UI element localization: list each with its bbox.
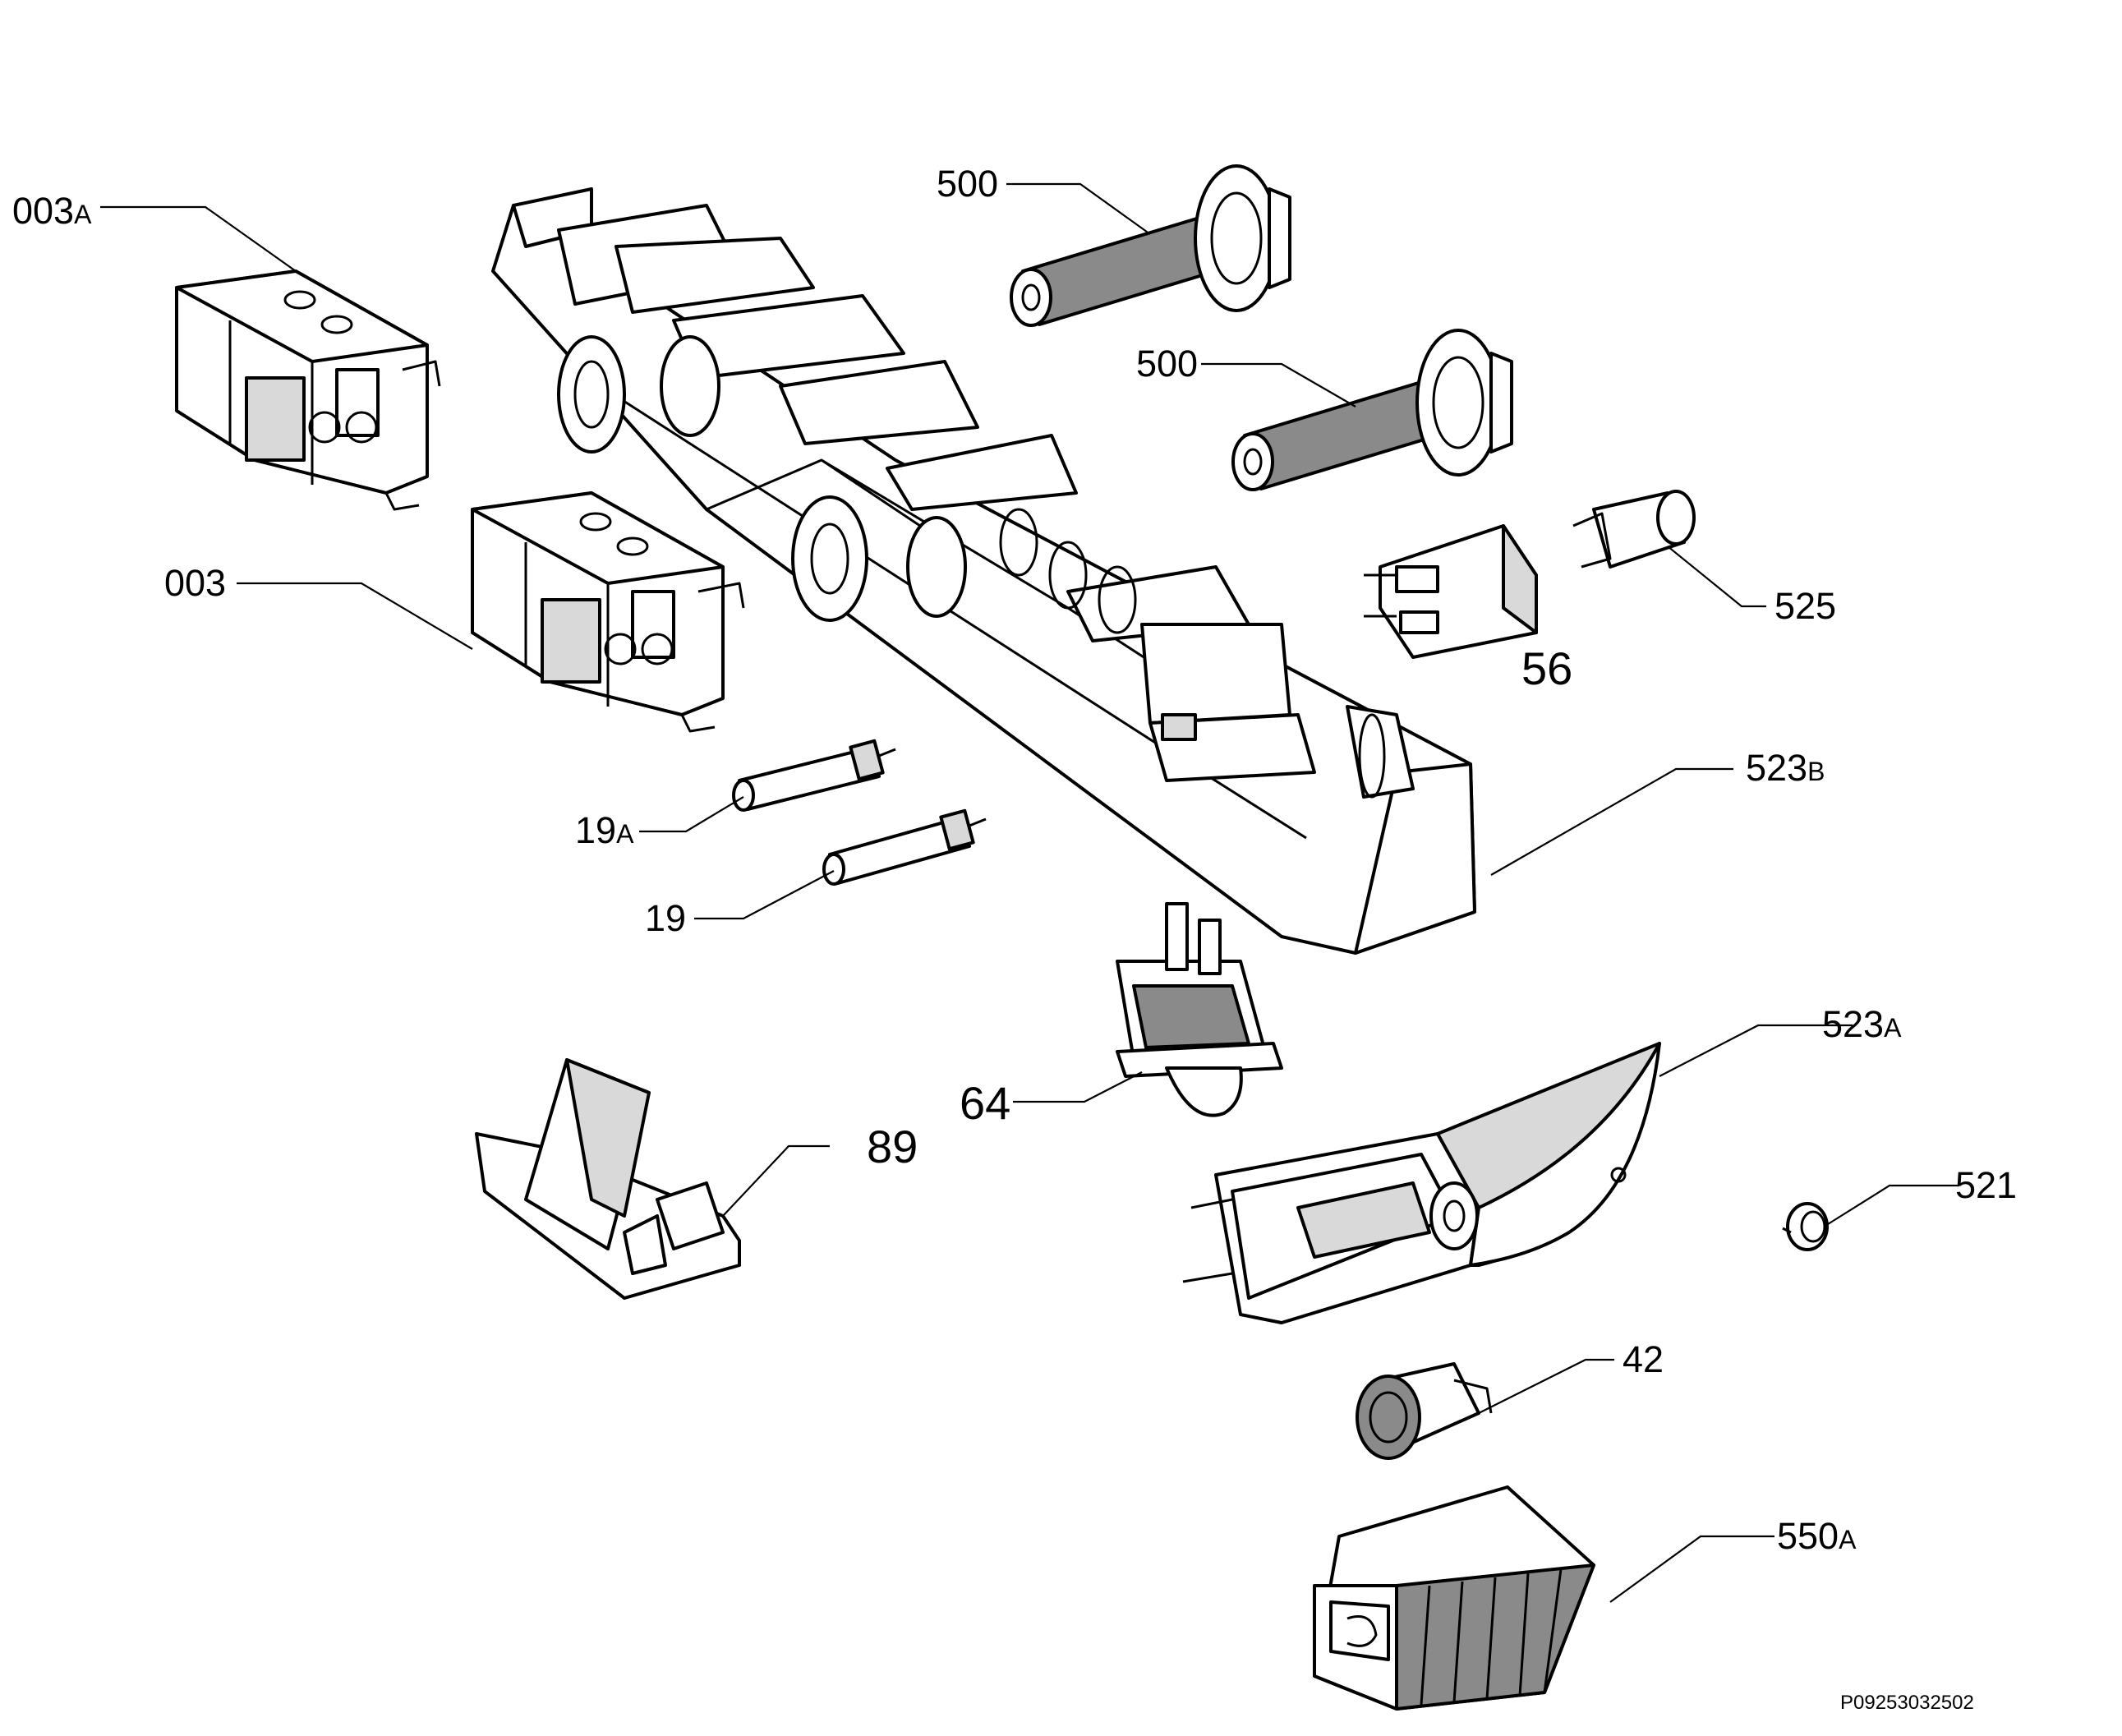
label-42: 42 [1623, 1338, 1664, 1380]
lamp-holder-525 [1572, 490, 1696, 569]
label-19a: 19A [575, 809, 634, 851]
leader-lines [100, 182, 1959, 1603]
label-19: 19 [645, 897, 686, 939]
label-521: 521 [1955, 1164, 2017, 1206]
label-56: 56 [1521, 642, 1572, 694]
label-500-upper: 500 [937, 163, 998, 205]
control-bezel-523a [1182, 1042, 1661, 1324]
control-panel-frame-523b [491, 187, 1476, 955]
bracket-89 [475, 1058, 741, 1300]
label-003: 003 [164, 562, 226, 604]
label-525: 525 [1774, 585, 1836, 627]
knob-550a [1313, 1485, 1595, 1711]
indicator-lens-521 [1782, 1202, 1829, 1251]
label-523b: 523B [1746, 747, 1825, 789]
knob-shaft-500-lower [1231, 329, 1513, 491]
thermostat-003 [471, 491, 745, 733]
switch-56 [1364, 524, 1538, 659]
knob-shaft-500-upper [1010, 164, 1291, 327]
label-003a: 003A [12, 190, 92, 232]
rocker-switch-64 [1116, 902, 1283, 1117]
bulb-19 [822, 808, 987, 886]
label-89: 89 [867, 1121, 918, 1172]
thermostat-003a [175, 269, 441, 511]
indicator-lamp-42 [1356, 1362, 1493, 1460]
label-64: 64 [960, 1077, 1010, 1129]
reference-code: P09253032502 [1840, 1692, 1974, 1714]
label-550a: 550A [1777, 1515, 1857, 1557]
label-523a: 523A [1822, 1003, 1902, 1045]
bulb-19a [732, 739, 896, 812]
label-500-lower: 500 [1136, 343, 1198, 384]
